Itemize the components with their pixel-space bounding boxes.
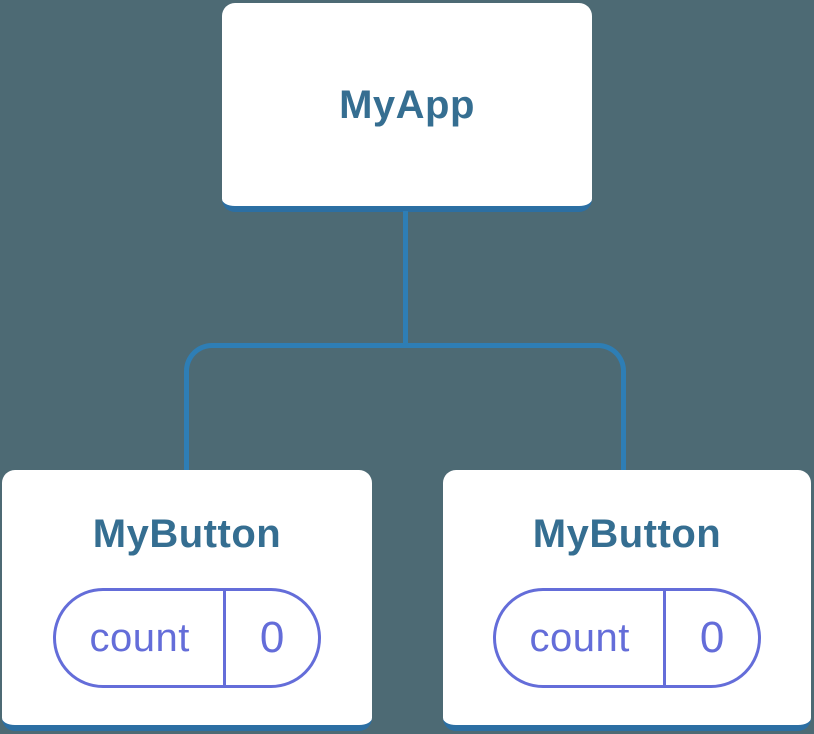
child-component-node-right: MyButton count 0	[443, 470, 811, 731]
root-component-node: MyApp	[222, 3, 592, 212]
child-component-node-left: MyButton count 0	[2, 470, 372, 731]
state-pill: count 0	[493, 588, 761, 688]
branch-bracket-line	[184, 343, 626, 470]
state-value-label: 0	[259, 613, 285, 662]
state-value-label: 0	[699, 613, 725, 662]
state-pill: count 0	[53, 588, 321, 688]
state-key-cell: count	[56, 591, 227, 685]
child-component-label: MyButton	[532, 512, 722, 556]
state-key-label: count	[529, 615, 630, 660]
child-component-label: MyButton	[92, 512, 282, 556]
root-component-label: MyApp	[339, 82, 475, 127]
state-value-cell: 0	[226, 591, 318, 685]
state-value-cell: 0	[666, 591, 758, 685]
state-key-label: count	[89, 615, 190, 660]
state-key-cell: count	[496, 591, 667, 685]
parent-connector-line	[403, 211, 408, 347]
